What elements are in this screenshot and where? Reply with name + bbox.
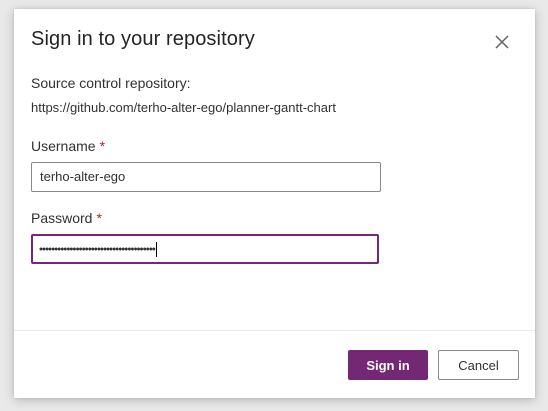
password-label-text: Password: [31, 210, 93, 226]
username-label-text: Username: [31, 138, 96, 154]
username-input[interactable]: terho-alter-ego: [31, 162, 381, 192]
password-input[interactable]: ••••••••••••••••••••••••••••••••••••••: [31, 234, 379, 264]
password-label: Password*: [31, 210, 102, 226]
repository-label: Source control repository:: [31, 75, 191, 91]
repository-url: https://github.com/terho-alter-ego/plann…: [31, 100, 336, 115]
sign-in-button[interactable]: Sign in: [348, 350, 428, 380]
required-marker: *: [96, 210, 102, 226]
required-marker: *: [99, 138, 106, 154]
username-value: terho-alter-ego: [40, 169, 126, 184]
password-masked-value: ••••••••••••••••••••••••••••••••••••••: [39, 243, 156, 256]
footer-divider: [14, 330, 535, 331]
username-label: Username*: [31, 138, 105, 154]
close-icon[interactable]: [492, 32, 512, 52]
text-caret: [155, 242, 157, 258]
dialog-title: Sign in to your repository: [31, 28, 255, 50]
cancel-button[interactable]: Cancel: [438, 350, 519, 380]
sign-in-dialog: Sign in to your repository Source contro…: [14, 9, 535, 398]
